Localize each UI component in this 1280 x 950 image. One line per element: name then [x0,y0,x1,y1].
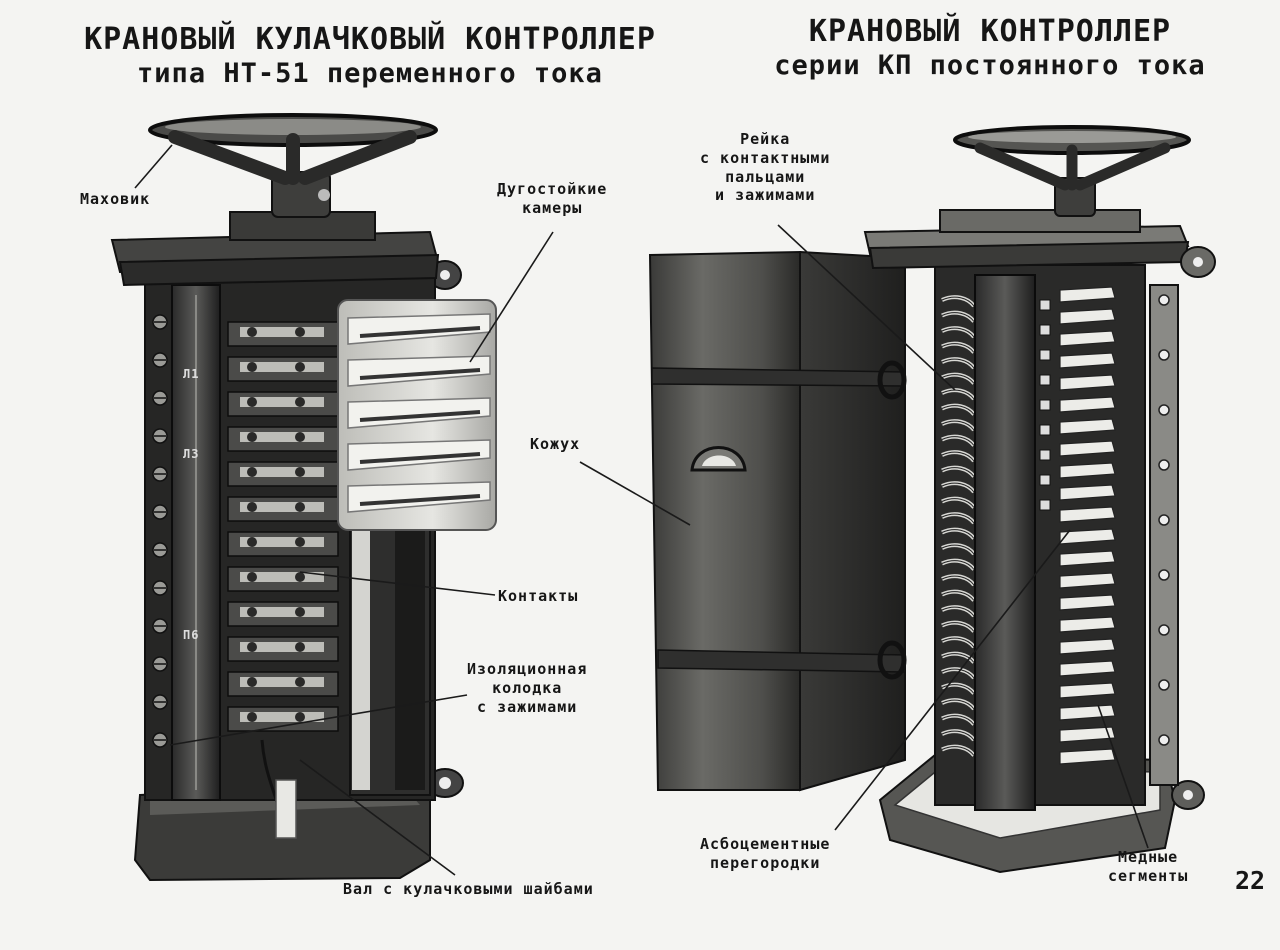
arc-chambers [337,299,497,531]
label-casing: Кожух [530,435,581,453]
casing-illustration [648,250,907,792]
left-controller [110,113,497,882]
left-handwheel [148,113,438,185]
left-terminal-screws [152,314,168,748]
label-insulating-block: Изоляционная колодка с зажимами [467,660,588,716]
page-number: 22 [1235,866,1266,895]
label-contact-rail: Рейка с контактными пальцами и зажимами [700,130,831,205]
label-arc-chambers: Дугостойкие камеры [497,180,608,217]
label-asbestos-partitions: Асбоцементные перегородки [700,835,831,872]
rail-marking-2: Л3 [183,447,200,461]
rail-marking-1: Л1 [183,367,200,381]
right-title: КРАНОВЫЙ КОНТРОЛЛЕР серии КП постоянного… [745,14,1235,82]
right-title-line2: серии КП постоянного тока [774,50,1206,81]
left-title: КРАНОВЫЙ КУЛАЧКОВЫЙ КОНТРОЛЛЕР типа НТ-5… [40,22,700,90]
label-cam-shaft: Вал с кулачковыми шайбами [343,880,594,898]
right-controller [863,125,1216,874]
leader-lines [134,144,1149,876]
rail-marking-3: П6 [183,628,200,642]
left-title-line1: КРАНОВЫЙ КУЛАЧКОВЫЙ КОНТРОЛЛЕР [84,22,656,57]
right-title-line1: КРАНОВЫЙ КОНТРОЛЛЕР [808,14,1172,49]
copper-segments [1059,286,1116,765]
left-title-line2: типа НТ-51 переменного тока [137,58,603,89]
label-handwheel: Маховик [80,190,151,208]
right-handwheel [953,125,1191,191]
label-contacts: Контакты [498,587,579,605]
label-copper-segments: Медные сегменты [1108,848,1189,885]
